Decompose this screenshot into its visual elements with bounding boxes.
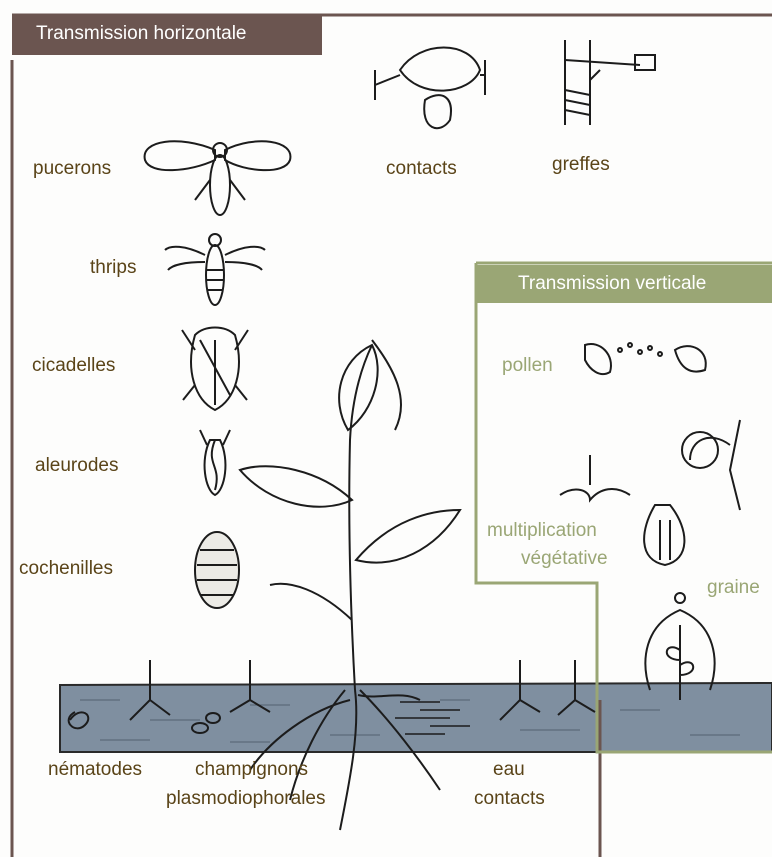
label-pollen: pollen: [502, 355, 553, 377]
label-thrips: thrips: [90, 257, 136, 279]
label-vegetative: végétative: [521, 548, 608, 570]
bulb-icon: [644, 505, 684, 565]
label-greffes: greffes: [552, 154, 610, 176]
thrips-icon: [165, 234, 265, 305]
aphid-icon: [145, 141, 291, 215]
horizontal-transmission-header: Transmission horizontale: [12, 15, 322, 55]
label-nematodes: nématodes: [48, 759, 142, 781]
cutting-icon: [560, 420, 740, 510]
label-contacts: contacts: [386, 158, 457, 180]
label-contacts-soil: contacts: [474, 788, 545, 810]
pollen-flower-icon: [585, 343, 706, 374]
label-champignons: champignons: [195, 759, 308, 781]
label-eau: eau: [493, 759, 525, 781]
label-multiplication: multiplication: [487, 520, 597, 542]
label-pucerons: pucerons: [33, 158, 111, 180]
label-plasmodiophorales: plasmodiophorales: [166, 788, 326, 810]
label-graine: graine: [707, 577, 760, 599]
contact-hands-icon: [375, 48, 485, 129]
label-aleurodes: aleurodes: [35, 455, 118, 477]
vertical-transmission-header: Transmission verticale: [476, 265, 772, 303]
label-cicadelles: cicadelles: [32, 355, 115, 377]
leafhopper-icon: [182, 328, 248, 411]
graft-icon: [565, 40, 655, 125]
plant: [240, 340, 460, 830]
whitefly-icon: [200, 430, 230, 495]
mealybug-icon: [195, 532, 239, 608]
label-cochenilles: cochenilles: [19, 558, 113, 580]
